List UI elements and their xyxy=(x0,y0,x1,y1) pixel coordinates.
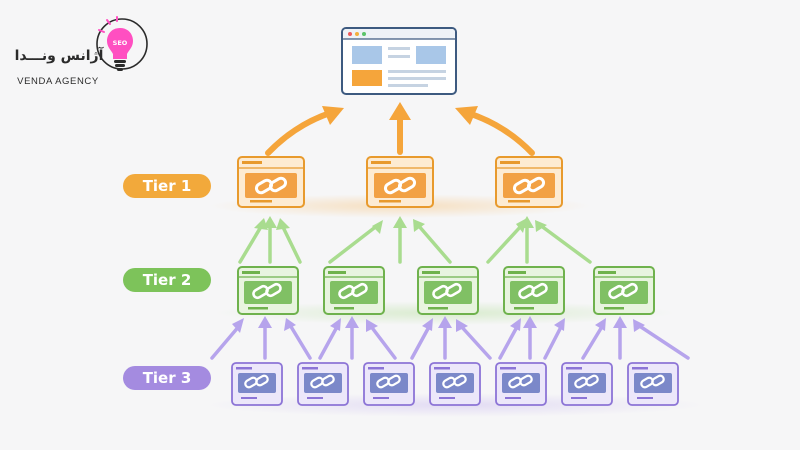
arrow-up-icon xyxy=(465,110,535,156)
tier1-pages xyxy=(237,156,563,208)
tier3-arrows xyxy=(210,323,690,360)
chain-link-icon xyxy=(338,282,368,300)
tier2-page xyxy=(503,266,565,315)
tier2-pages xyxy=(237,266,655,315)
chain-link-icon xyxy=(252,282,282,300)
chain-link-icon xyxy=(442,374,467,389)
chain-link-icon xyxy=(310,374,335,389)
chain-link-icon xyxy=(383,176,417,195)
tier2-page xyxy=(417,266,479,315)
brand-name-fa: آژانس ونـــدا xyxy=(14,48,104,64)
chain-link-icon xyxy=(512,176,546,195)
tier1-page xyxy=(366,156,434,208)
tier2-page xyxy=(323,266,385,315)
chain-link-icon xyxy=(432,282,462,300)
tier-3-label: Tier 3 xyxy=(123,366,211,390)
arrow-up-icon xyxy=(265,110,333,156)
tier3-arrowheads xyxy=(232,316,645,333)
tier2-arrows xyxy=(238,223,592,264)
tier3-page xyxy=(627,362,679,406)
tier3-pages xyxy=(231,362,679,406)
tier3-page xyxy=(561,362,613,406)
tier3-page xyxy=(429,362,481,406)
tier3-page xyxy=(363,362,415,406)
brand-name-en: VENDA AGENCY xyxy=(17,76,99,87)
brand-logo: SEO آژانس ونـــدا VENDA AGENCY xyxy=(10,16,150,94)
chain-link-icon xyxy=(508,374,533,389)
chain-link-icon xyxy=(518,282,548,300)
tier1-page xyxy=(495,156,563,208)
tier-2-label: Tier 2 xyxy=(123,268,211,292)
website-page-icon xyxy=(341,27,457,95)
lightbulb-icon: SEO xyxy=(96,16,148,71)
chain-link-icon xyxy=(244,374,269,389)
tier-1-label: Tier 1 xyxy=(123,174,211,198)
tier2-page xyxy=(237,266,299,315)
chain-link-icon xyxy=(574,374,599,389)
tier3-page xyxy=(231,362,283,406)
chain-link-icon xyxy=(254,176,288,195)
chain-link-icon xyxy=(608,282,638,300)
tier3-page xyxy=(297,362,349,406)
bulb-text: SEO xyxy=(113,39,128,47)
chain-link-icon xyxy=(376,374,401,389)
tier1-arrows xyxy=(265,102,535,156)
tier2-page xyxy=(593,266,655,315)
tier1-page xyxy=(237,156,305,208)
tier3-page xyxy=(495,362,547,406)
chain-link-icon xyxy=(640,374,665,389)
tier2-arrowheads xyxy=(254,216,547,234)
